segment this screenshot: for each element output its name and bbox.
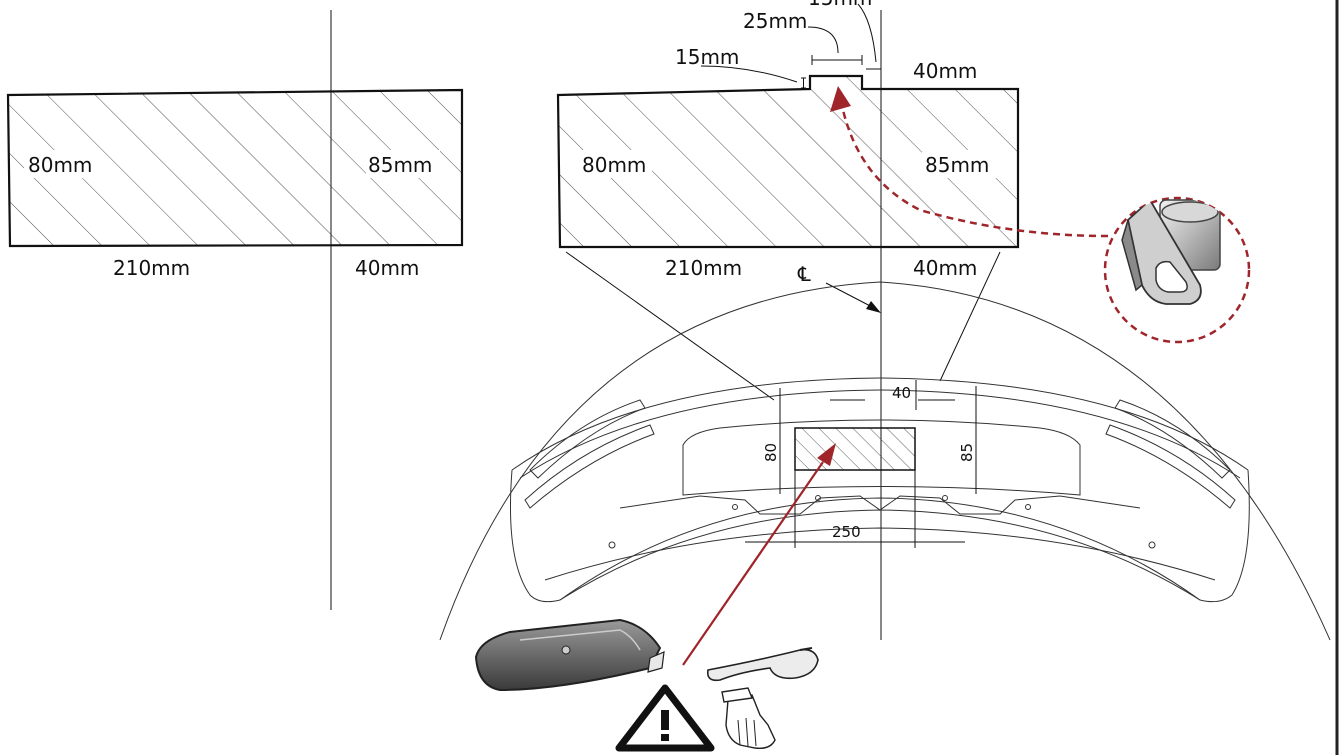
cut-arrow-head [817,443,836,466]
right-label-bg-2 [922,150,996,178]
fairing-center-panel [682,419,1081,496]
fairing-top-edge-inner [519,389,1241,479]
fairing-dim-top: 40 [892,384,911,402]
bracket-detail-icon [1121,198,1221,305]
notch-width-label: 25mm [743,9,807,33]
right-cross-section: 80mm 85mm 210mm 40mm 40mm 15mm 25mm 15mm… [556,0,1020,640]
work-gloves-icon [721,687,776,750]
fairing-drawing: 40 80 85 250 [439,281,1331,641]
right-width-right: 40mm [913,256,977,280]
safety-glasses-icon [706,647,819,682]
fairing-outer-arc [439,281,1331,641]
mount-hole-2 [815,495,821,501]
centerline-pointer [825,282,877,310]
right-width-left: 210mm [665,256,742,280]
left-vent-lower [524,424,655,509]
mount-hole-1 [732,504,738,510]
centerline-symbol: ℄ [797,262,811,286]
fairing-dim-left: 80 [762,443,780,462]
right-dim-left: 80mm [582,153,646,177]
left-section-hatch [8,90,462,246]
right-label-bg [578,150,652,178]
left-label-bg [24,150,98,178]
left-dim-left: 80mm [28,153,92,177]
left-vent-upper [529,399,646,479]
right-notch-top-right: 40mm [913,59,977,83]
notch-depth-leader [700,65,798,83]
right-vent-upper [1114,399,1231,479]
right-dim-right: 85mm [925,153,989,177]
mount-hole-3 [942,495,948,501]
notch-width-leader [807,26,839,54]
fairing-dim-right: 85 [958,443,976,462]
left-section-outline [6,88,464,248]
fairing-lower-edge [559,509,1201,601]
right-vent-lower [1105,424,1236,509]
fairing-top-edge [511,377,1249,471]
projection-line-left [565,251,775,401]
fairing-lower-edge-2 [544,527,1216,581]
mount-hole-4 [1025,504,1031,510]
left-width-right: 40mm [355,256,419,280]
right-section-outline [556,74,1020,249]
mount-hole-5 [608,541,616,549]
utility-knife-icon [474,618,665,692]
detail-callout [830,86,1251,344]
left-dim-right: 85mm [368,153,432,177]
projection-line-right [939,251,1001,382]
notch-depth-label: 15mm [675,45,739,69]
fairing-notched-strip [619,495,1141,515]
notch-offset-leader [857,3,877,63]
fairing-dim-width: 250 [832,523,861,541]
right-section-hatch [558,76,1018,247]
notch-offset-label: 15mm [808,0,872,10]
left-width-left: 210mm [113,256,190,280]
centerline-arrowhead [866,301,881,313]
warning-triangle-icon [615,684,715,752]
left-label-bg-2 [366,150,440,178]
fairing-cutout [794,427,916,471]
cut-arrow-line [682,461,824,666]
fairing-body [510,469,1250,603]
detail-arrowhead [830,86,851,112]
left-cross-section: 80mm 85mm 210mm 40mm [6,10,464,610]
mount-hole-6 [1148,541,1156,549]
